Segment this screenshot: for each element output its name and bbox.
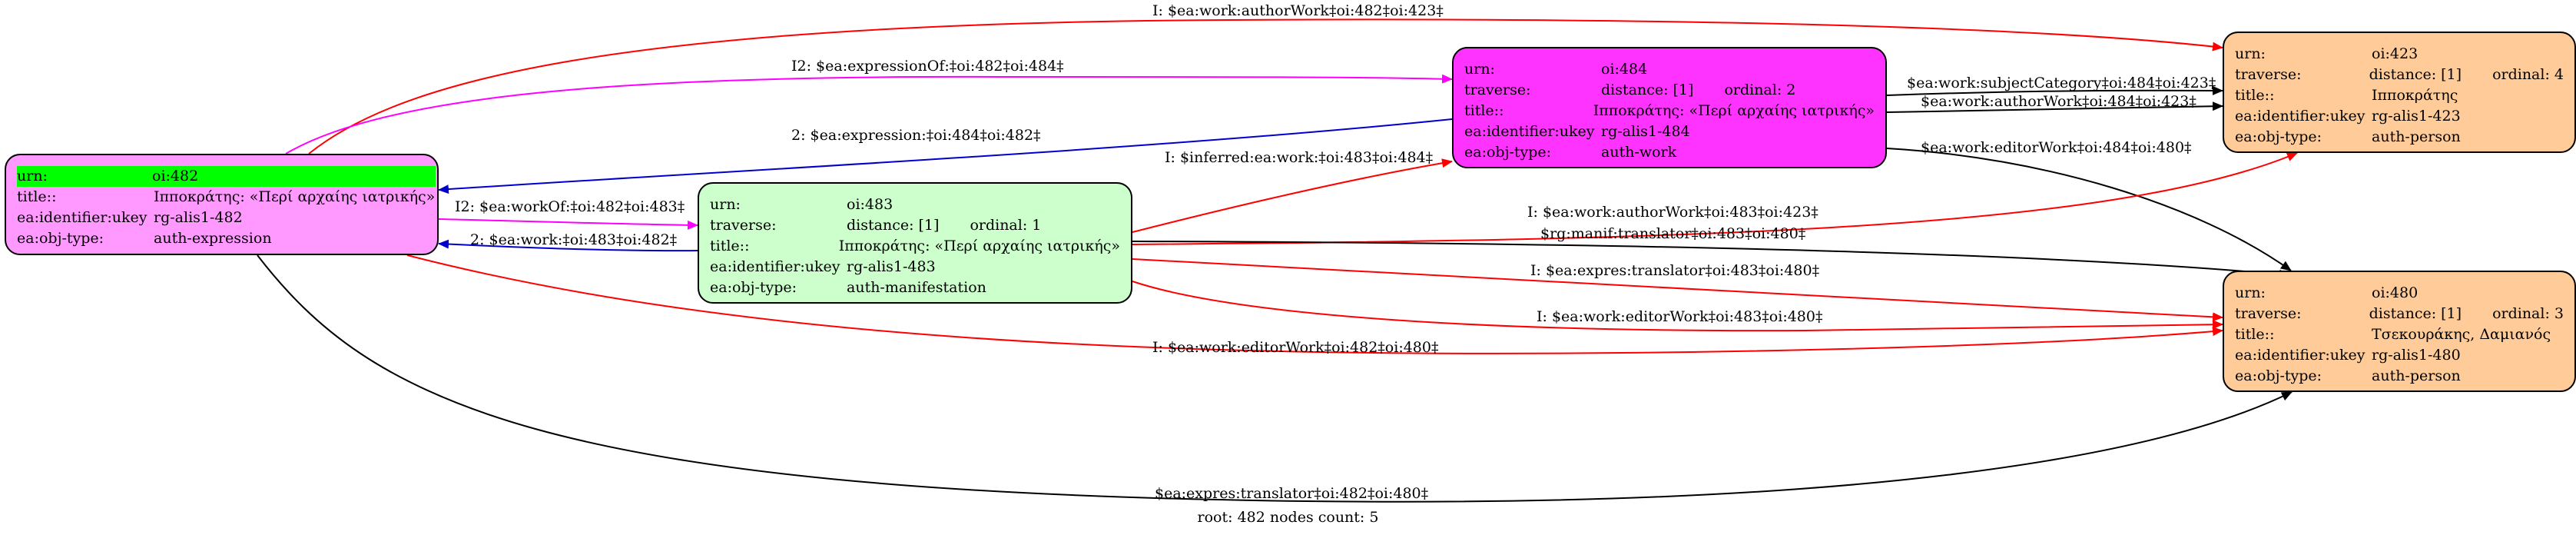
edge-path: [438, 218, 698, 230]
edge-label: $ea:work:subjectCategory‡oi:484‡oi:423‡: [1907, 75, 2216, 91]
edge-label: 2: $ea:expression:‡oi:484‡oi:482‡: [791, 127, 1041, 144]
ukey-key: ea:identifier:ukey: [710, 258, 840, 275]
edge-path: [1132, 281, 2223, 332]
edge-label: $ea:work:editorWork‡oi:484‡oi:480‡: [1921, 139, 2192, 156]
ukey-value: rg-alis1-483: [847, 258, 936, 275]
edge-path: [1886, 148, 2292, 271]
obj-type-value: auth-person: [2372, 128, 2461, 145]
edge-label: I: $ea:work:editorWork‡oi:483‡oi:480‡: [1537, 308, 1823, 325]
obj-type-key: ea:obj-type:: [2235, 367, 2322, 384]
edge-path: [1886, 101, 2223, 113]
urn-key: urn:: [710, 196, 741, 213]
urn-value: oi:484: [1601, 61, 1648, 78]
obj-type-value: auth-person: [2372, 367, 2461, 384]
edge-label: I: $ea:work:authorWork‡oi:482‡oi:423‡: [1152, 2, 1444, 19]
traverse-key: traverse:: [1464, 81, 1531, 98]
urn-value: oi:423: [2372, 45, 2419, 62]
edge-path: [285, 74, 1453, 155]
obj-type-key: ea:obj-type:: [2235, 128, 2322, 145]
obj-type-value: auth-work: [1601, 144, 1677, 161]
node-oi-480[interactable]: urn: oi:480 traverse: distance: [1] ordi…: [2223, 271, 2576, 392]
node-oi-482[interactable]: urn: oi:482 title:: Ιπποκράτης: «Περί αρ…: [5, 154, 439, 255]
obj-type-value: auth-expression: [154, 230, 272, 247]
urn-value: oi:482: [152, 166, 436, 187]
ukey-key: ea:identifier:ukey: [17, 209, 148, 226]
obj-type-key: ea:obj-type:: [710, 279, 797, 296]
title-key: title::: [1464, 102, 1504, 119]
edge-label: $ea:expres:translator‡oi:482‡oi:480‡: [1155, 485, 1428, 502]
ukey-key: ea:identifier:ukey: [2235, 347, 2365, 364]
edge-path: [1132, 158, 1453, 233]
ukey-key: ea:identifier:ukey: [2235, 108, 2365, 125]
title-key: title::: [17, 188, 57, 205]
ukey-value: rg-alis1-482: [154, 209, 243, 226]
ordinal-value: ordinal: 1: [970, 217, 1042, 234]
urn-key: urn:: [1464, 61, 1495, 78]
ordinal-value: ordinal: 2: [1724, 81, 1796, 98]
title-value: Τσεκουράκης, Δαμιανός: [2372, 326, 2551, 343]
distance-value: distance: [1]: [2369, 305, 2462, 322]
title-value: Ιπποκράτης: «Περί αρχαίης ιατρικής»: [1593, 102, 1875, 119]
edge-path: [438, 239, 698, 252]
ordinal-value: ordinal: 4: [2492, 66, 2564, 83]
obj-type-key: ea:obj-type:: [17, 230, 104, 247]
distance-value: distance: [1]: [1601, 81, 1694, 98]
traverse-key: traverse:: [2235, 66, 2302, 83]
title-value: Ιπποκράτης: «Περί αρχαίης ιατρικής»: [838, 238, 1120, 254]
urn-key: urn:: [2235, 45, 2266, 62]
node-oi-483[interactable]: urn: oi:483 traverse: distance: [1] ordi…: [698, 182, 1132, 304]
obj-type-key: ea:obj-type:: [1464, 144, 1552, 161]
urn-value: oi:480: [2372, 284, 2419, 301]
obj-type-value: auth-manifestation: [847, 279, 986, 296]
distance-value: distance: [1]: [847, 217, 940, 234]
graph-footer: root: 482 nodes count: 5: [1197, 509, 1379, 526]
ukey-value: rg-alis1-484: [1601, 123, 1690, 140]
node-oi-423[interactable]: urn: oi:423 traverse: distance: [1] ordi…: [2223, 32, 2576, 153]
edge-label: I: $ea:work:authorWork‡oi:483‡oi:423‡: [1527, 204, 1818, 221]
ukey-value: rg-alis1-423: [2372, 108, 2461, 125]
title-value: Ιπποκράτης: [2372, 87, 2458, 104]
edge-label: $ea:work:authorWork‡oi:484‡oi:423‡: [1921, 93, 2196, 110]
edge-label: 2: $ea:work:‡oi:483‡oi:482‡: [470, 231, 677, 248]
edge-path: [308, 18, 2223, 155]
edge-path: [257, 254, 2293, 503]
edge-label: I: $ea:work:editorWork‡oi:482‡oi:480‡: [1152, 339, 1439, 356]
title-key: title::: [2235, 326, 2275, 343]
edge-label: I2: $ea:expressionOf:‡oi:482‡oi:484‡: [791, 58, 1064, 75]
distance-value: distance: [1]: [2369, 66, 2462, 83]
edge-label: I: $inferred:ea:work:‡oi:483‡oi:484‡: [1165, 149, 1433, 166]
ordinal-value: ordinal: 3: [2492, 305, 2564, 322]
ukey-key: ea:identifier:ukey: [1464, 123, 1595, 140]
edge-path: [1886, 85, 2223, 96]
urn-value: oi:483: [847, 196, 893, 213]
edge-path: [1132, 152, 2298, 245]
urn-key: urn:: [2235, 284, 2266, 301]
ukey-value: rg-alis1-480: [2372, 347, 2461, 364]
edge-label: I: $ea:expres:translator‡oi:483‡oi:480‡: [1530, 262, 1819, 279]
traverse-key: traverse:: [2235, 305, 2302, 322]
title-key: title::: [2235, 87, 2275, 104]
urn-key: urn:: [17, 166, 152, 187]
edge-path: [406, 254, 2223, 354]
title-key: title::: [710, 238, 750, 254]
edge-path: [438, 118, 1453, 194]
edge-path: [1132, 241, 2290, 279]
edge-label: $rg:manif:translator‡oi:483‡oi:480‡: [1540, 225, 1805, 242]
title-value: Ιπποκράτης: «Περί αρχαίης ιατρικής»: [154, 188, 436, 205]
edge-label: I2: $ea:workOf:‡oi:482‡oi:483‡: [455, 198, 685, 215]
traverse-key: traverse:: [710, 217, 777, 234]
node-oi-484[interactable]: urn: oi:484 traverse: distance: [1] ordi…: [1452, 47, 1887, 168]
